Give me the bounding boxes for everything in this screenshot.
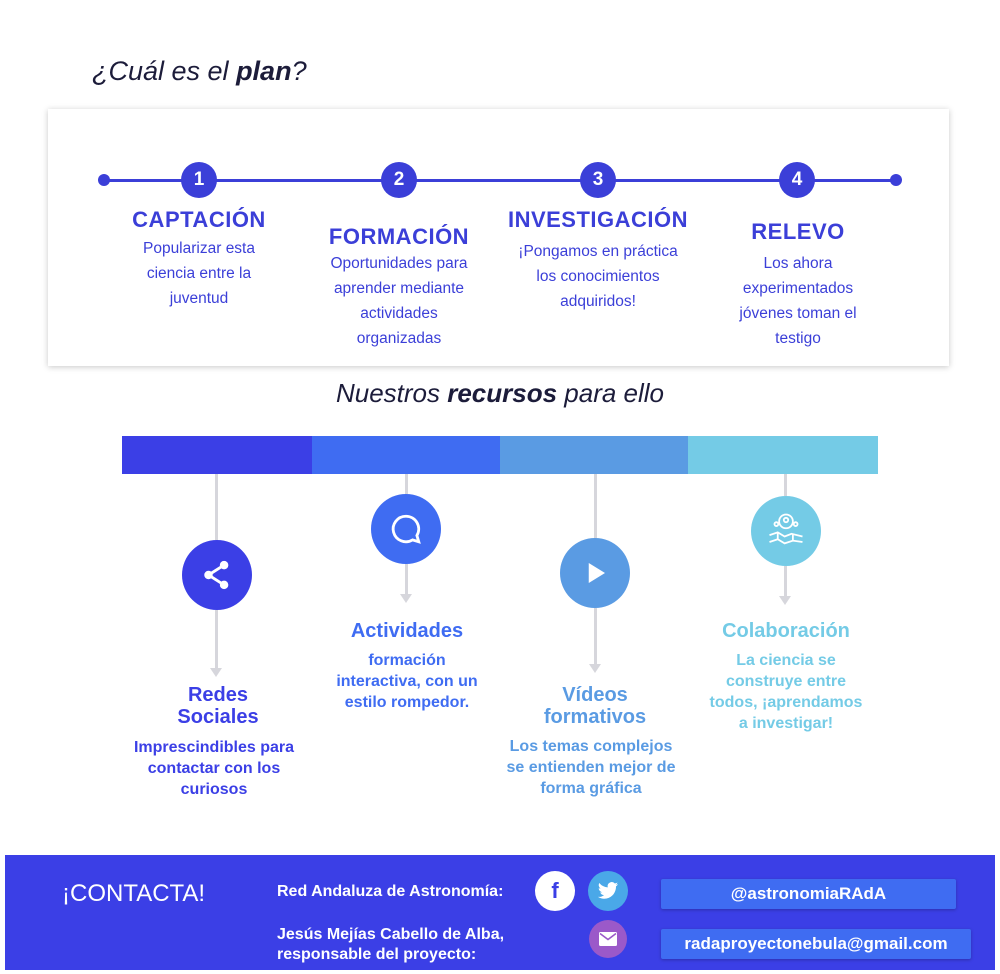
step-2-desc-line: actividades <box>360 305 438 322</box>
resource-4-desc-line: La ciencia se <box>736 652 836 669</box>
twitter-icon[interactable] <box>588 871 628 911</box>
resource-3-name: Vídeos formativos <box>485 684 705 728</box>
resource-4-desc-line: construye entre <box>725 673 847 690</box>
plan-title: ¿Cuál es el plan? <box>92 56 307 87</box>
step-2-desc: Oportunidades para aprender mediante act… <box>314 251 484 351</box>
step-4-desc-line: experimentados <box>742 280 854 297</box>
resource-2-desc-line: interactiva, con un <box>336 673 478 690</box>
mail-icon[interactable] <box>589 920 627 958</box>
step-1-desc-line: ciencia entre la <box>146 265 252 282</box>
step-2-title: FORMACIÓN <box>328 224 470 249</box>
step-4-desc-line: jóvenes toman el <box>739 305 857 322</box>
email-link[interactable]: radaproyectonebula@gmail.com <box>661 929 971 959</box>
resources-title-bold: recursos <box>447 378 558 408</box>
plan-card <box>48 109 949 366</box>
resource-4-desc: La ciencia se construye entre todos, ¡ap… <box>686 650 886 734</box>
person-label-line: responsable del proyecto: <box>277 946 477 963</box>
resource-3-name-line: formativos <box>543 706 647 728</box>
resource-4-desc-line: todos, ¡aprendamos <box>709 694 863 711</box>
timeline-line <box>104 179 896 182</box>
step-4-desc: Los ahora experimentados jóvenes toman e… <box>713 251 883 351</box>
step-1-number: 1 <box>181 162 217 198</box>
resource-bar-2 <box>312 436 500 474</box>
resource-1-desc-line: contactar con los <box>147 760 281 777</box>
plan-title-post: ? <box>291 56 307 86</box>
resource-4-desc-line: a investigar! <box>738 715 834 732</box>
connector-arrow <box>400 594 412 603</box>
step-3-desc: ¡Pongamos en práctica los conocimientos … <box>503 239 693 314</box>
resource-2-desc-line: formación <box>368 652 446 669</box>
step-1-title: CAPTACIÓN <box>132 207 266 232</box>
step-1-desc: Popularizar esta ciencia entre la juvent… <box>114 236 284 311</box>
resource-3-name-line: Vídeos <box>562 684 628 706</box>
resource-3-desc: Los temas complejos se entienden mejor d… <box>491 736 691 799</box>
share-icon <box>182 540 252 610</box>
resource-4-name: Colaboración <box>676 620 896 642</box>
step-4-number: 4 <box>779 162 815 198</box>
connector-arrow <box>210 668 222 677</box>
person-label-line: Jesús Mejías Cabello de Alba, <box>277 926 505 943</box>
connector-line <box>784 566 787 598</box>
resource-3-desc-line: forma gráfica <box>540 780 642 797</box>
resource-2-name-line: Actividades <box>350 620 464 642</box>
step-3-desc-line: ¡Pongamos en práctica <box>518 243 678 260</box>
step-1-desc-line: Popularizar esta <box>142 240 255 257</box>
step-4-desc-line: testigo <box>775 330 821 347</box>
connector-line <box>784 474 787 496</box>
step-3-number: 3 <box>580 162 616 198</box>
resource-3-desc-line: Los temas complejos <box>509 738 673 755</box>
resource-bar-1 <box>122 436 312 474</box>
chat-icon <box>371 494 441 564</box>
resource-1-name: Redes Sociales <box>108 684 328 728</box>
contacta-heading: ¡CONTACTA! <box>62 880 206 907</box>
step-1-desc-line: juventud <box>169 290 229 307</box>
resources-title-post: para ello <box>557 378 665 408</box>
resource-1-name-line: Redes <box>187 684 249 706</box>
step-4-title: RELEVO <box>751 219 845 244</box>
step-4-desc-line: Los ahora <box>763 255 833 272</box>
resource-1-desc-line: curiosos <box>180 781 248 798</box>
twitter-handle-link[interactable]: @astronomiaRAdA <box>661 879 956 909</box>
plan-title-bold: plan <box>236 56 292 86</box>
resource-bar-3 <box>500 436 688 474</box>
resources-title: Nuestros recursos para ello <box>0 378 1000 409</box>
connector-line <box>215 474 218 540</box>
connector-line <box>594 608 597 666</box>
play-icon <box>560 538 630 608</box>
timeline-start-dot <box>98 174 110 186</box>
step-3-desc-line: los conocimientos <box>536 268 660 285</box>
step-3-desc-line: adquiridos! <box>560 293 636 310</box>
connector-arrow <box>779 596 791 605</box>
connector-arrow <box>589 664 601 673</box>
connector-line <box>405 474 408 494</box>
timeline-end-dot <box>890 174 902 186</box>
resource-4-name-line: Colaboración <box>722 620 850 642</box>
step-2-desc-line: aprender mediante <box>333 280 465 297</box>
person-label: Jesús Mejías Cabello de Alba, responsabl… <box>277 925 504 965</box>
step-2-number: 2 <box>381 162 417 198</box>
connector-line <box>215 610 218 670</box>
plan-title-pre: ¿Cuál es el <box>92 56 237 86</box>
org-label: Red Andaluza de Astronomía: <box>277 883 504 900</box>
step-2-desc-line: Oportunidades para <box>330 255 468 272</box>
resource-2-desc: formación interactiva, con un estilo rom… <box>307 650 507 713</box>
resources-title-pre: Nuestros <box>335 378 448 408</box>
collaboration-icon <box>751 496 821 566</box>
connector-line <box>405 564 408 596</box>
resource-2-desc-line: estilo rompedor. <box>344 694 470 711</box>
step-2-desc-line: organizadas <box>356 330 442 347</box>
facebook-icon[interactable]: f <box>535 871 575 911</box>
connector-line <box>594 474 597 538</box>
resource-1-name-line: Sociales <box>177 706 259 728</box>
step-3-title: INVESTIGACIÓN <box>507 207 689 232</box>
resource-1-desc-line: Imprescindibles para <box>133 739 295 756</box>
resource-bar-4 <box>688 436 878 474</box>
resource-3-desc-line: se entienden mejor de <box>506 759 676 776</box>
resource-2-name: Actividades <box>297 620 517 642</box>
resource-1-desc: Imprescindibles para contactar con los c… <box>114 737 314 800</box>
